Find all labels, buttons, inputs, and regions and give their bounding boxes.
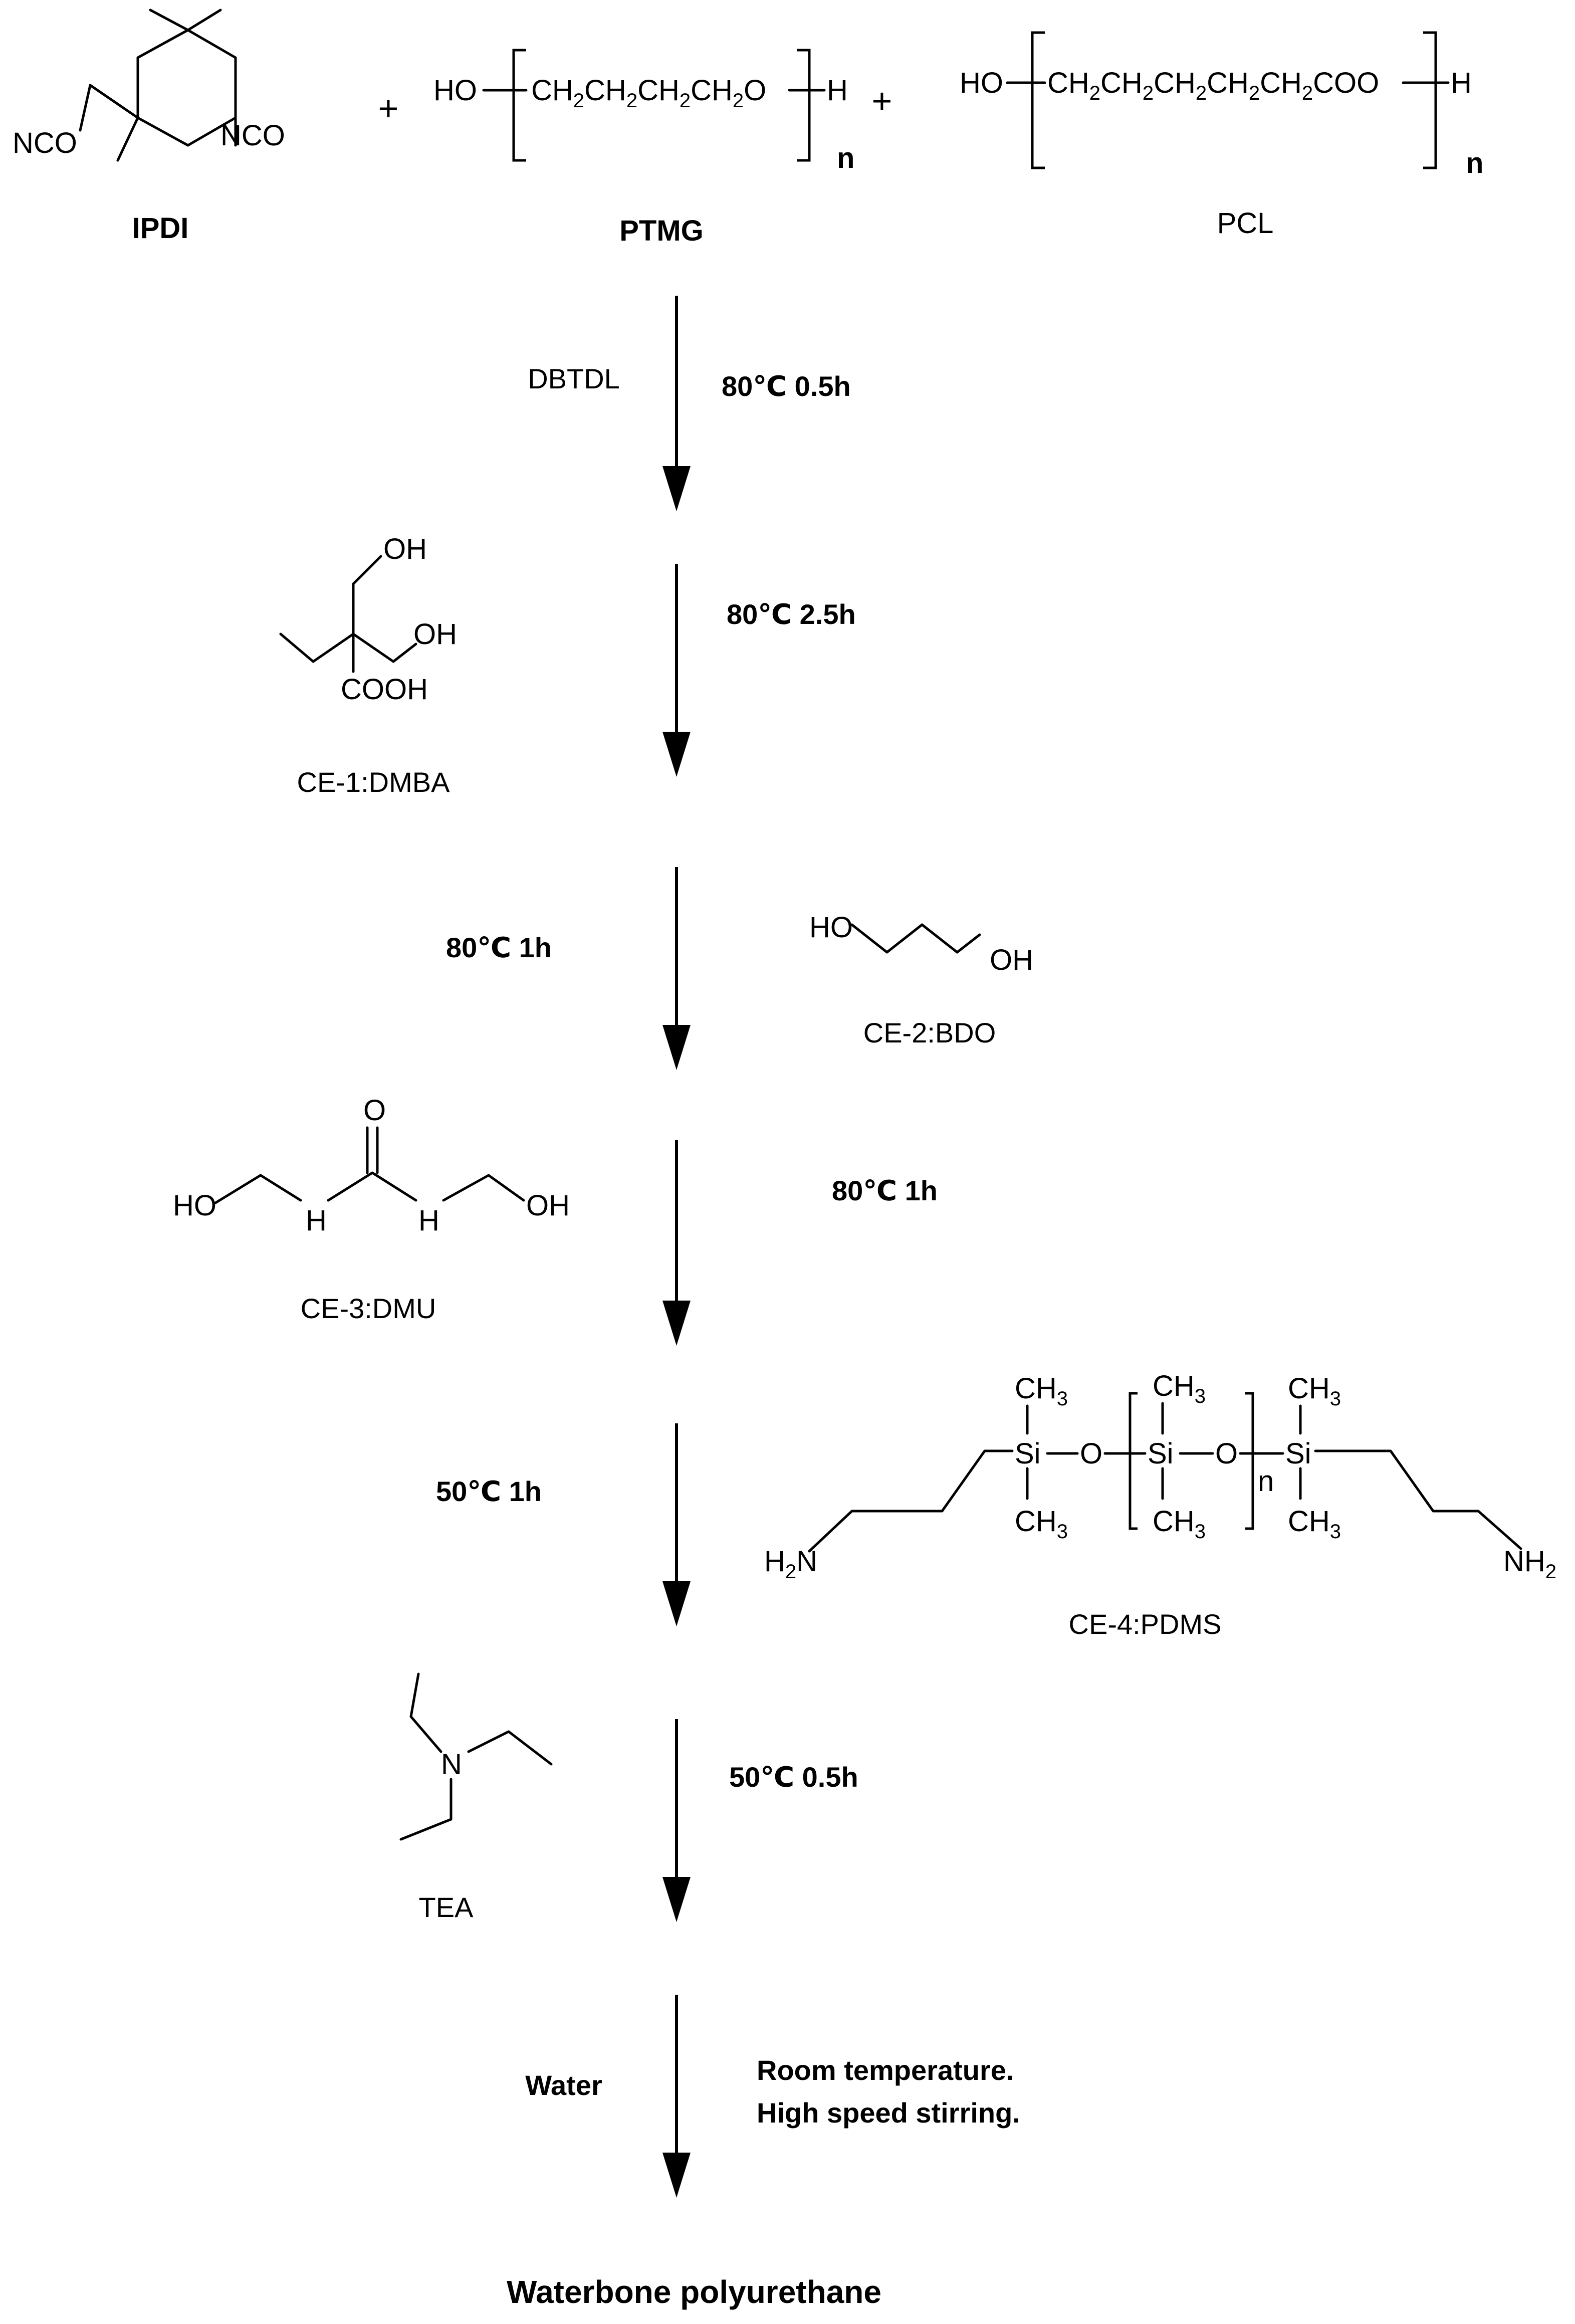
pdms-ch3-bottom-3: CH3 <box>1288 1505 1341 1543</box>
ipdi-label: IPDI <box>132 212 189 245</box>
pcl-label: PCL <box>1217 207 1274 240</box>
dmba-cooh: COOH <box>341 673 428 706</box>
pdms-si-3: Si <box>1285 1437 1311 1470</box>
step7-conditions-line2: High speed stirring. <box>757 2097 1020 2129</box>
step5-reagent: CE-4:PDMS <box>1069 1608 1222 1640</box>
pdms-h2n: H2N <box>764 1545 817 1583</box>
arrow-step-3 <box>662 867 691 1070</box>
arrow-step-5 <box>662 1423 691 1626</box>
ipdi-nco-right: NCO <box>220 119 285 152</box>
step3-conditions: 80℃ 1h <box>446 932 552 963</box>
step7-conditions-line1: Room temperature. <box>757 2054 1014 2086</box>
pdms-ch3-top-2: CH3 <box>1153 1370 1206 1407</box>
pcl-end-right: H <box>1451 67 1472 99</box>
pdms-nh2: NH2 <box>1503 1545 1556 1583</box>
step2-reagent: CE-1:DMBA <box>297 766 451 798</box>
pcl-repeat-unit: CH2CH2CH2CH2CH2COO <box>1047 67 1379 104</box>
tea-structure: N <box>399 1672 553 1841</box>
tea-n: N <box>441 1748 462 1781</box>
pdms-ch3-bottom-1: CH3 <box>1015 1505 1068 1543</box>
pcl-end-left: HO <box>960 67 1003 99</box>
step4-reagent: CE-3:DMU <box>301 1293 436 1324</box>
dmu-oh: OH <box>526 1189 570 1222</box>
step5-conditions: 50℃ 1h <box>436 1475 542 1507</box>
ptmg-subscript: n <box>837 142 854 174</box>
plus-sign-1: + <box>378 89 399 128</box>
bdo-ho: HO <box>809 911 853 944</box>
pdms-structure: CH3 CH3 CH3 CH3 CH3 CH3 Si O Si O n Si H… <box>764 1370 1556 1583</box>
arrow-step-4 <box>662 1140 691 1346</box>
pdms-ch3-top-1: CH3 <box>1015 1372 1068 1410</box>
ptmg-structure: HO CH2CH2CH2CH2O H n <box>433 49 854 174</box>
pdms-ch3-bottom-2: CH3 <box>1153 1505 1206 1543</box>
pdms-subscript: n <box>1258 1465 1274 1498</box>
plus-sign-2: + <box>872 81 892 120</box>
dmba-oh-top: OH <box>383 533 427 565</box>
dmu-o: O <box>363 1094 386 1127</box>
step7-reagent: Water <box>525 2069 602 2101</box>
dmba-oh-right: OH <box>413 618 457 651</box>
product-label: Waterbone polyurethane <box>507 2274 881 2310</box>
pdms-ch3-top-3: CH3 <box>1288 1372 1341 1410</box>
pdms-o-2: O <box>1215 1437 1238 1470</box>
pdms-o-1: O <box>1080 1437 1102 1470</box>
reaction-arrows <box>662 296 691 2198</box>
pcl-structure: HO CH2CH2CH2CH2CH2COO H n <box>960 31 1483 179</box>
ptmg-label: PTMG <box>619 215 704 247</box>
dmu-structure: O HO H H OH <box>173 1094 570 1237</box>
step1-conditions: 80℃ 0.5h <box>722 370 851 402</box>
pdms-si-2: Si <box>1148 1437 1174 1470</box>
dmu-nh-right: H <box>418 1204 439 1237</box>
bdo-structure: HO OH <box>809 911 1033 976</box>
arrow-step-1 <box>662 296 691 511</box>
step2-conditions: 80℃ 2.5h <box>727 598 856 630</box>
bdo-oh: OH <box>990 944 1033 976</box>
ptmg-repeat-unit: CH2CH2CH2CH2O <box>531 74 766 112</box>
arrow-step-6 <box>662 1719 691 1922</box>
ipdi-structure: NCO NCO <box>13 9 285 162</box>
step1-reagent: DBTDL <box>528 363 620 394</box>
step6-conditions: 50℃ 0.5h <box>729 1761 858 1793</box>
arrow-step-7 <box>662 1995 691 2198</box>
pcl-subscript: n <box>1466 147 1483 179</box>
dmba-structure: OH OH COOH <box>279 533 457 706</box>
ptmg-end-right: H <box>827 74 848 107</box>
step4-conditions: 80℃ 1h <box>832 1175 938 1206</box>
dmu-ho: HO <box>173 1189 216 1222</box>
dmu-nh-left: H <box>306 1204 327 1237</box>
arrow-step-2 <box>662 564 691 777</box>
ptmg-end-left: HO <box>433 74 477 107</box>
ipdi-nco-left: NCO <box>13 127 77 159</box>
step3-reagent: CE-2:BDO <box>863 1017 996 1048</box>
step6-reagent: TEA <box>419 1891 474 1923</box>
pdms-si-1: Si <box>1015 1437 1041 1470</box>
